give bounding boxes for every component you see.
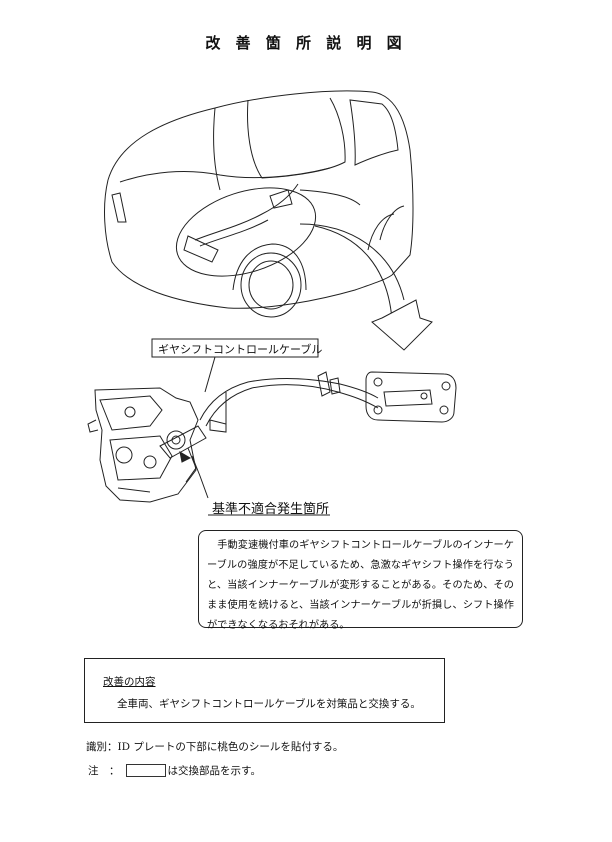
defect-location-label: 基準不適合発生箇所: [212, 502, 330, 517]
defect-description-box: 手動変速機付車のギヤシフトコントロールケーブルのインナーケーブルの強度が不足して…: [198, 530, 523, 631]
defect-arrowhead: [179, 450, 192, 463]
improvement-heading: 改善の内容: [103, 676, 156, 688]
transmission-illustration: [87, 387, 227, 503]
shift-cable: [199, 371, 379, 427]
legend-swatch: [125, 764, 166, 777]
defect-description-text: 手動変速機付車のギヤシフトコントロールケーブルのインナーケーブルの強度が不足して…: [207, 540, 514, 631]
legend-suffix: は交換部品を示す。: [167, 765, 261, 777]
shifter-base: [365, 371, 457, 423]
page-title: 改 善 箇 所 説 明 図: [205, 34, 407, 52]
improvement-body: 全車両、ギヤシフトコントロールケーブルを対策品と交換する。: [117, 698, 421, 710]
legend-prefix: 注 ：: [88, 765, 120, 777]
cable-label-box: [151, 338, 319, 358]
defect-leader-line: [191, 455, 209, 499]
identification-note: 識別：ID プレートの下部に桃色のシールを貼付する。: [86, 741, 344, 753]
improvement-box: 改善の内容 全車両、ギヤシフトコントロールケーブルを対策品と交換する。: [84, 658, 445, 723]
cable-leader-line: [204, 356, 216, 393]
vehicle-illustration: [104, 90, 414, 318]
pointer-arrow: [299, 223, 433, 351]
cable-callout-label: ギヤシフトコントロールケーブル: [158, 343, 323, 356]
legend-note: 注 ： は交換部品を示す。: [88, 763, 261, 778]
